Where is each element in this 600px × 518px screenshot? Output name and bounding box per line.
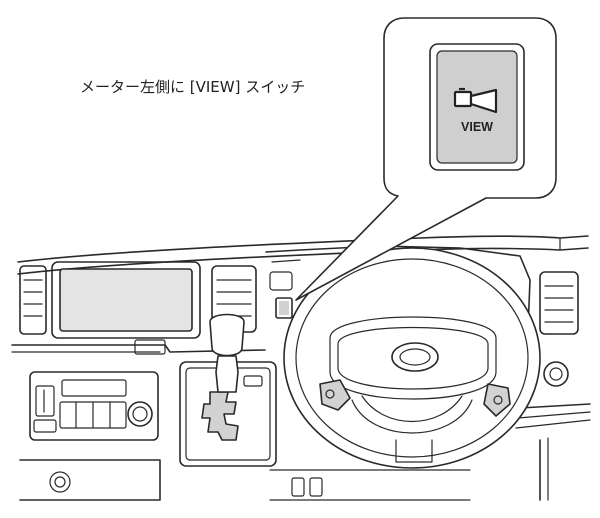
hazard-button	[134, 339, 166, 355]
dash-view-switch	[275, 297, 293, 319]
gear-shift	[179, 313, 277, 467]
navigation-screen	[51, 261, 201, 339]
view-switch: VIEW	[429, 43, 525, 171]
right-air-vent	[539, 271, 579, 387]
camera-icon	[453, 87, 498, 114]
left-air-vent	[19, 265, 47, 335]
steering-wheel	[283, 247, 541, 469]
climate-control-panel	[29, 371, 159, 441]
instrument-cluster	[265, 245, 531, 331]
lower-left-controls	[19, 459, 161, 501]
view-switch-label: VIEW	[461, 120, 493, 134]
console-buttons	[291, 477, 323, 497]
caption-text: メーター左側に [VIEW] スイッチ	[80, 78, 306, 96]
